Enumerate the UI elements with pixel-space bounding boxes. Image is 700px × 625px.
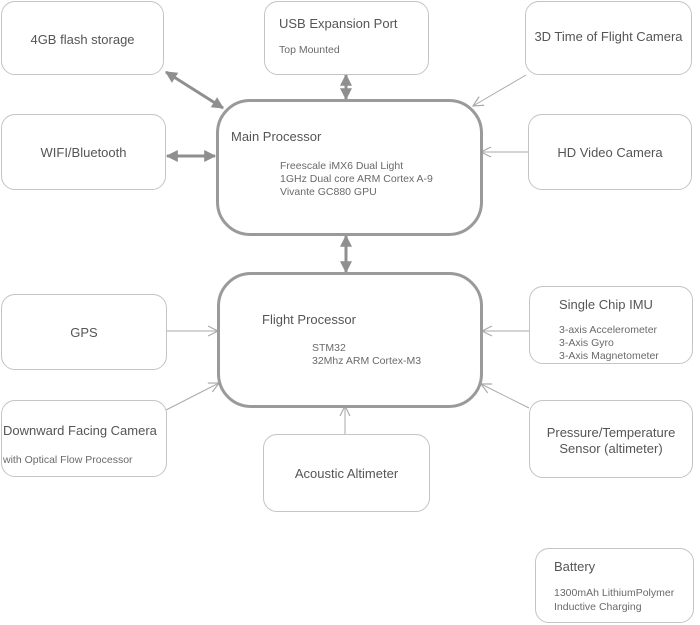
pressure-sensor-node: Pressure/Temperature Sensor (altimeter) <box>529 400 693 478</box>
usb-port-detail: Top Mounted <box>279 44 340 56</box>
imu-detail: 3-Axis Magnetometer <box>559 350 659 362</box>
hd-camera-title: HD Video Camera <box>557 145 663 160</box>
imu-detail: 3-axis Accelerometer <box>559 324 658 336</box>
pressure-sensor-title: Pressure/Temperature <box>546 425 676 440</box>
main-processor-detail: Vivante GC880 GPU <box>280 186 377 198</box>
imu-title: Single Chip IMU <box>559 297 653 312</box>
pressure-sensor-title: Sensor (altimeter) <box>559 441 663 456</box>
main-processor-detail: 1GHz Dual core ARM Cortex A-9 <box>280 173 433 185</box>
tof-camera-node: 3D Time of Flight Camera <box>525 1 692 75</box>
flight-processor-node: Flight Processor STM32 32Mhz ARM Cortex-… <box>217 272 483 408</box>
hd-camera-node: HD Video Camera <box>528 114 692 190</box>
downward-camera-detail: with Optical Flow Processor <box>3 454 133 466</box>
downward-camera-node: Downward Facing Camera with Optical Flow… <box>1 400 167 477</box>
imu-node: Single Chip IMU 3-axis Accelerometer 3-A… <box>529 286 693 364</box>
usb-port-title: USB Expansion Port <box>279 16 398 31</box>
tof-camera-title: 3D Time of Flight Camera <box>534 29 683 44</box>
arrow-tof-main <box>473 74 527 106</box>
gps-title: GPS <box>70 325 98 340</box>
wifi-bluetooth-title: WIFI/Bluetooth <box>40 145 127 160</box>
main-processor-node: Main Processor Freescale iMX6 Dual Light… <box>216 99 483 236</box>
arrow-flash-main <box>164 70 225 110</box>
battery-title: Battery <box>554 559 596 574</box>
wifi-bluetooth-node: WIFI/Bluetooth <box>1 114 166 190</box>
imu-detail: 3-Axis Gyro <box>559 337 614 349</box>
arrow-downcam-flight <box>165 383 219 411</box>
flash-storage-title: 4GB flash storage <box>30 32 135 47</box>
flight-processor-detail: STM32 <box>312 342 346 354</box>
arrow-pressure-flight <box>481 384 530 409</box>
acoustic-altimeter-title: Acoustic Altimeter <box>294 466 399 481</box>
flash-storage-node: 4GB flash storage <box>1 1 164 75</box>
battery-node: Battery 1300mAh LithiumPolymer Inductive… <box>535 548 694 623</box>
battery-detail: Inductive Charging <box>554 601 642 613</box>
battery-detail: 1300mAh LithiumPolymer <box>554 587 675 599</box>
main-processor-detail: Freescale iMX6 Dual Light <box>280 160 404 172</box>
flight-processor-title: Flight Processor <box>262 312 356 327</box>
main-processor-title: Main Processor <box>231 129 322 144</box>
usb-port-node: USB Expansion Port Top Mounted <box>264 1 429 75</box>
gps-node: GPS <box>1 294 167 370</box>
flight-processor-detail: 32Mhz ARM Cortex-M3 <box>312 355 422 367</box>
downward-camera-title: Downward Facing Camera <box>3 423 157 438</box>
acoustic-altimeter-node: Acoustic Altimeter <box>263 434 430 512</box>
